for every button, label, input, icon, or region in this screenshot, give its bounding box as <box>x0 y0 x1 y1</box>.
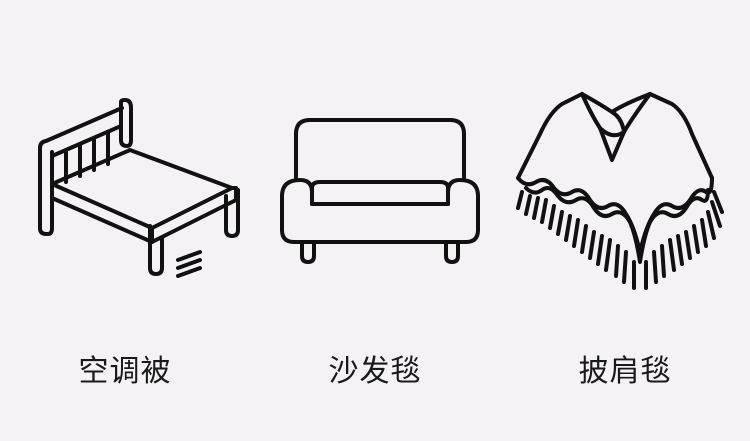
item-sofa-blanket: 沙发毯 <box>250 0 500 441</box>
item-shawl-blanket: 披肩毯 <box>500 0 750 441</box>
item-label: 沙发毯 <box>328 354 422 389</box>
poncho-icon <box>516 92 724 290</box>
item-air-conditioning-quilt: 空调被 <box>0 0 250 441</box>
item-label: 披肩毯 <box>578 354 672 389</box>
sofa-icon <box>280 118 480 264</box>
item-label: 空调被 <box>78 354 172 389</box>
bed-icon <box>38 98 240 278</box>
